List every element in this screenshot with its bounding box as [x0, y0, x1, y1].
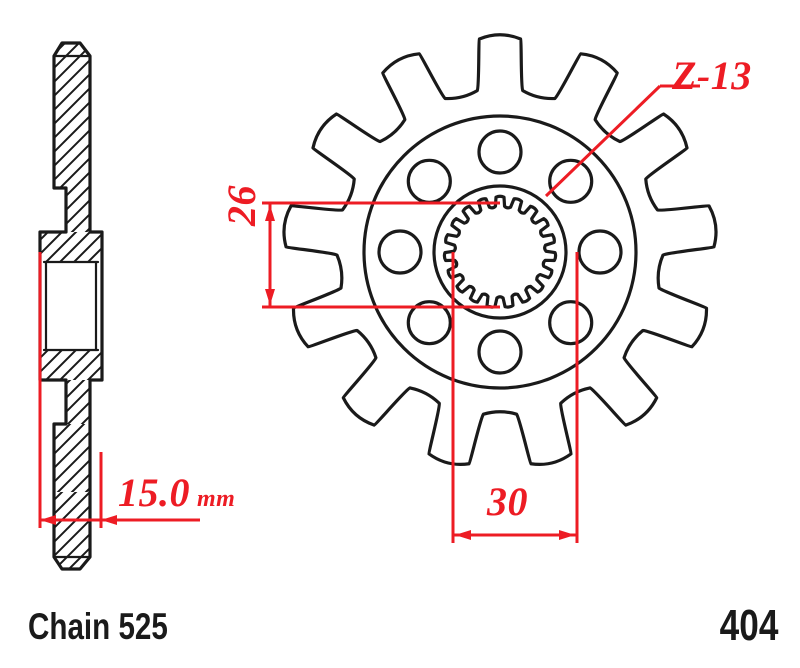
lightening-hole	[377, 229, 423, 275]
lightening-holes	[377, 129, 623, 375]
leader-line-diagonal	[544, 84, 662, 198]
lightening-hole	[406, 300, 452, 346]
label-spline-height: 26	[219, 185, 264, 226]
part-code-label: 404	[719, 601, 778, 650]
side-section-view	[38, 41, 104, 571]
thickness-unit: mm	[197, 486, 236, 512]
lightening-hole	[406, 158, 452, 204]
arrow-left-thickness	[40, 515, 56, 525]
hatch-upper-stem	[66, 188, 90, 232]
thickness-value: 15.0	[118, 470, 190, 515]
label-thickness: 15.0 mm	[118, 473, 235, 513]
hatch-top-flange	[54, 120, 90, 188]
lightening-hole	[477, 129, 523, 175]
lightening-hole	[548, 300, 594, 346]
hub-circle	[432, 184, 568, 320]
spline-bore	[442, 194, 558, 309]
spline-height-dimension	[262, 201, 500, 309]
arrow-30-right	[559, 530, 575, 540]
label-spline-width: 30	[487, 479, 528, 524]
teeth-count-leader	[544, 84, 700, 198]
hatch-top-tooth	[54, 43, 90, 120]
sprocket-teeth-profile	[282, 33, 718, 466]
arrow-26-top	[265, 205, 275, 221]
lightening-hole	[548, 158, 594, 204]
hatch-upper-hub-flange	[40, 232, 102, 262]
lightening-hole	[477, 329, 523, 375]
hatch-lower-stem	[66, 380, 90, 424]
arrow-right-thickness	[101, 515, 117, 525]
arrow-26-bottom	[265, 289, 275, 305]
face-view	[282, 33, 718, 466]
chain-size-label: Chain 525	[28, 606, 168, 647]
spline-width-dimension	[451, 252, 579, 543]
section-outline	[38, 41, 104, 571]
lightening-hole	[577, 229, 623, 275]
thickness-dimension	[38, 252, 200, 528]
label-teeth-count: Z-13	[672, 53, 752, 98]
hatch-bottom-flange	[54, 424, 90, 492]
arrow-30-left	[455, 530, 471, 540]
web-outer-circle	[362, 114, 638, 390]
